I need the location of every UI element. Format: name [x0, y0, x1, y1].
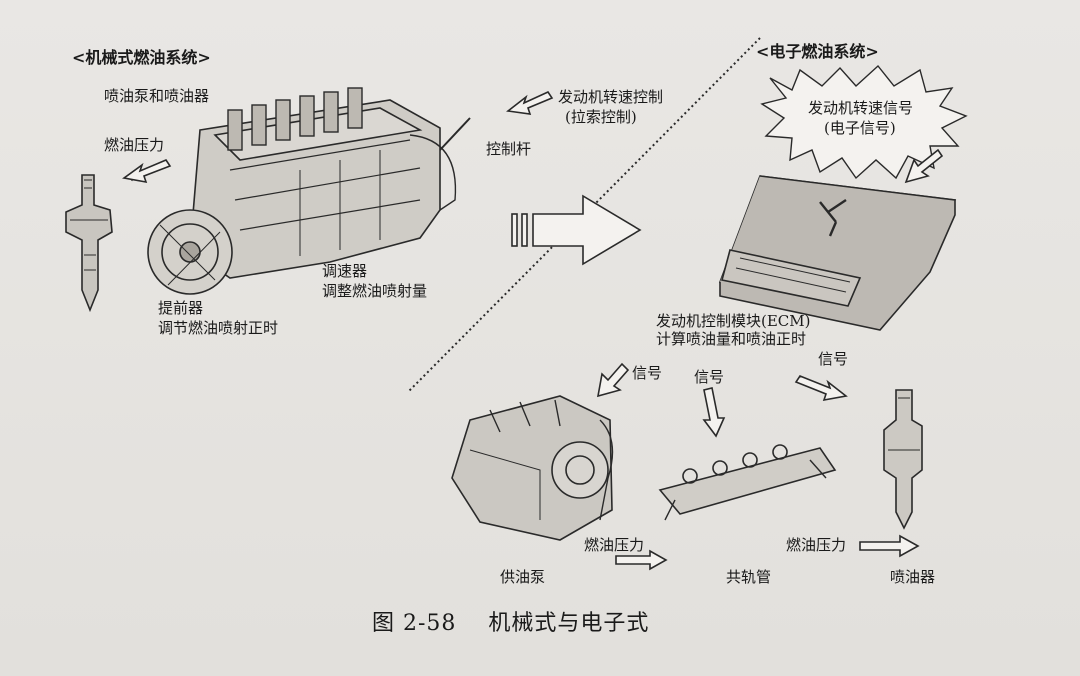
mechanical-injector-illustration	[65, 174, 113, 313]
arrow-signal-rail	[702, 387, 726, 438]
ecm-function-label: 计算喷油量和喷油正时	[656, 330, 807, 348]
injector-label: 喷油器	[890, 568, 936, 586]
divider-dashed-line	[407, 37, 761, 393]
cable-control-label: (拉索控制)	[565, 108, 637, 126]
fuel-pressure-label-left: 燃油压力	[104, 136, 165, 154]
control-lever-label: 控制杆	[486, 140, 532, 158]
electronic-system-title: <电子燃油系统>	[756, 42, 879, 61]
supply-pump-illustration	[451, 395, 614, 541]
signal-label-rail: 信号	[694, 368, 725, 386]
common-rail-label: 共轨管	[726, 568, 772, 586]
mechanical-system-title: <机械式燃油系统>	[72, 48, 211, 67]
pump-injector-label: 喷油泵和喷油器	[104, 87, 210, 105]
electronic-signal-label: (电子信号)	[824, 119, 896, 137]
arrow-fuel-pressure-rail	[615, 549, 668, 571]
arrow-signal-injector	[794, 375, 848, 402]
signal-label-pump: 信号	[632, 364, 663, 382]
common-rail-illustration	[658, 444, 837, 521]
transition-arrow	[511, 194, 642, 266]
arrow-fuel-pressure-injector	[859, 534, 920, 558]
injection-pump-illustration	[147, 87, 471, 295]
signal-burst-shape	[760, 64, 968, 180]
fuel-pressure-label-rail: 燃油压力	[786, 536, 847, 554]
arrow-signal-to-ecm	[904, 148, 944, 184]
figure-caption: 图 2-58 机械式与电子式	[372, 611, 650, 636]
ecm-illustration	[718, 175, 957, 331]
electronic-injector-illustration	[883, 389, 923, 530]
supply-pump-label: 供油泵	[500, 568, 546, 586]
arrow-fuel-pressure-left-body	[122, 159, 172, 184]
arrow-engine-speed-left	[506, 90, 554, 115]
ecm-label: 发动机控制模块(ECM)	[656, 312, 811, 330]
signal-label-injector: 信号	[818, 350, 849, 368]
advancer-label: 提前器	[158, 299, 204, 317]
engine-speed-signal-label: 发动机转速信号	[808, 99, 914, 117]
arrow-signal-pump	[596, 362, 630, 398]
governor-label: 调速器	[322, 262, 368, 280]
governor-function-label: 调整燃油喷射量	[322, 282, 428, 300]
advancer-function-label: 调节燃油喷射正时	[158, 319, 279, 337]
engine-speed-control-label: 发动机转速控制	[558, 88, 664, 106]
fuel-pressure-label-pump: 燃油压力	[584, 536, 645, 554]
